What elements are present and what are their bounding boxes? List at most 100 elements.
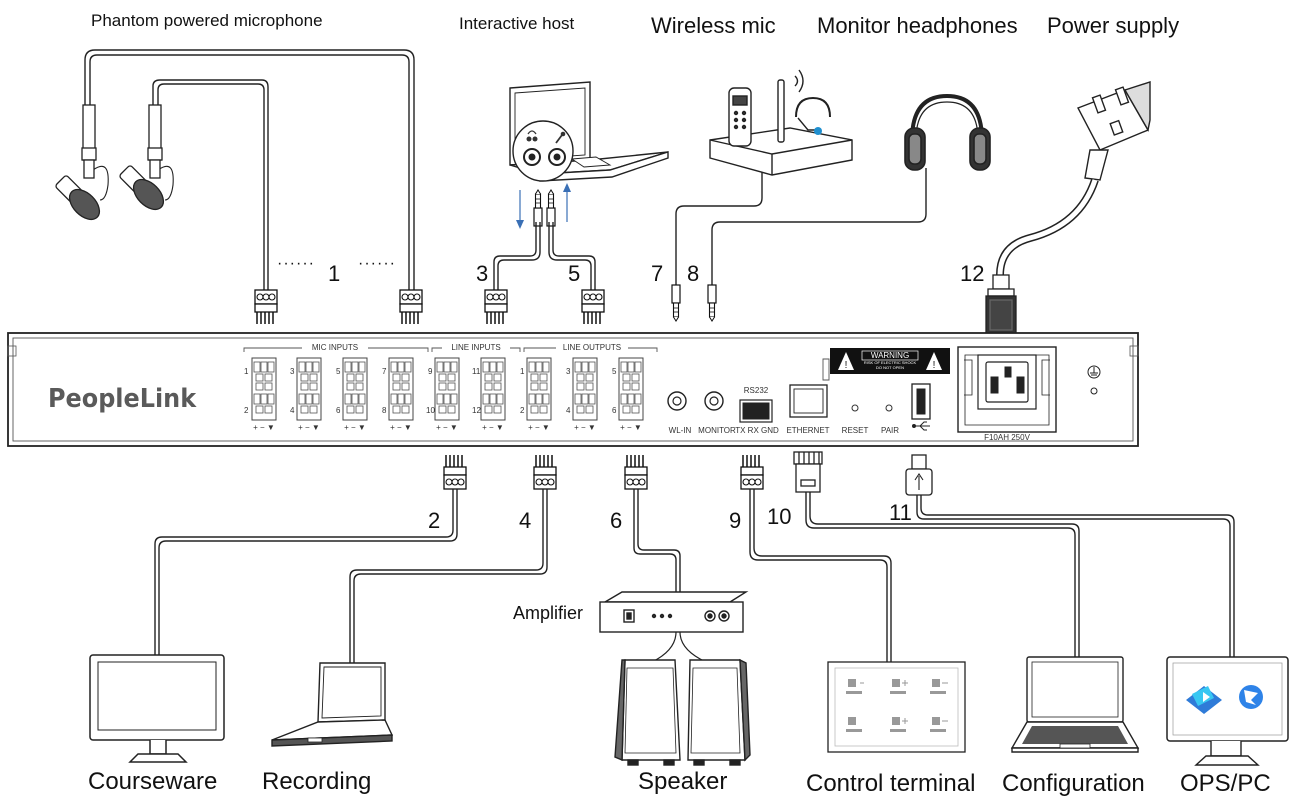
polarity-1: + − ▼ [253,423,275,432]
reset-button [851,404,859,412]
pair-label: PAIR [880,426,900,435]
warning-line-2: DO NOT OPEN [876,365,904,370]
amplifier-icon [599,591,749,633]
headphone-cable [711,168,927,285]
connection-number-11: 11 [889,500,912,525]
bottom-cables [154,489,1235,663]
polarity-9: + − ▼ [620,423,642,432]
port-num-6: 6 [336,406,341,415]
rs232-label: RS232 [743,386,769,395]
amplifier-connector-icon [624,454,648,490]
ethernet-label: ETHERNET [786,426,830,435]
wireless-mic-label: Wireless mic [651,13,776,38]
out-num-1: 1 [520,367,525,376]
control-terminal-label: Control terminal [806,770,976,797]
connection-number-3: 3 [476,261,489,286]
port-num-2: 2 [244,406,249,415]
connection-number-4: 4 [519,508,532,533]
connection-number-10: 10 [767,504,792,529]
signal-arrow-up-icon [563,183,571,222]
configuration-label: Configuration [1002,770,1145,797]
connection-number-1: 1 [328,261,341,286]
ops-pc-monitor-icon [1166,656,1289,766]
amplifier-label: Amplifier [513,603,584,623]
host-cables [493,189,596,290]
microphone-cables [84,49,415,290]
power-plug-icon [1077,81,1151,181]
ops-pc-label: OPS/PC [1180,770,1271,797]
connection-number-7: 7 [651,261,664,286]
iec-connector-icon [985,274,1017,335]
port-num-11: 11 [472,367,481,376]
control-terminal-icon [827,661,966,753]
pair-button [885,404,893,412]
microphone-2-icon [119,104,165,211]
group-brackets [243,347,830,381]
out-num-2: 2 [520,406,525,415]
svg-text:!: ! [933,360,936,371]
host-audio-jacks-icon [512,120,574,182]
reset-label: RESET [841,426,869,435]
usb-plug-icon [905,454,933,496]
polarity-6: + − ▼ [482,423,504,432]
polarity-2: + − ▼ [298,423,320,432]
monitor-headphones-label: Monitor headphones [817,13,1018,38]
port-num-3: 3 [290,367,295,376]
warning-line-1: RISK OF ELECTRIC SHOCK [863,360,917,365]
speaker-right-icon [687,658,751,766]
rj45-plug-icon [793,451,823,493]
power-supply-label: Power supply [1047,13,1180,38]
polarity-4: + − ▼ [390,423,412,432]
polarity-3: + − ▼ [344,423,366,432]
polarity-7: + − ▼ [528,423,550,432]
control-connector-icon [740,454,764,490]
phantom-mic-label: Phantom powered microphone [91,11,323,30]
port-num-5: 5 [336,367,341,376]
port-num-1: 1 [244,367,249,376]
app-play-icon [1186,686,1222,714]
ethernet-port-icon [789,384,828,418]
out-num-4: 4 [566,406,571,415]
port-num-7: 7 [382,367,387,376]
connection-number-8: 8 [687,261,700,286]
usb-symbol-icon [912,421,930,431]
mic-inputs-label: MIC INPUTS [311,343,359,352]
recording-laptop-icon [271,662,394,747]
app-bird-icon [1239,685,1263,709]
courseware-connector-icon [443,454,467,490]
polarity-5: + − ▼ [436,423,458,432]
out-num-6: 6 [612,406,617,415]
terminal-ports [251,357,644,421]
wireless-plug-icon [671,284,681,322]
svg-text:!: ! [845,360,848,371]
warning-label: ! ! [830,348,950,374]
interactive-host-label: Interactive host [459,14,575,33]
courseware-label: Courseware [88,768,218,795]
connection-number-9: 9 [729,508,742,533]
speaker-left-icon [614,659,681,766]
wl-in-label: WL-IN [668,426,692,435]
wireless-cable [675,172,763,285]
recording-connector-icon [533,454,557,490]
wireless-receiver-icon [709,69,853,176]
rs232-terminal-icon [739,399,773,423]
headphones-icon [904,93,991,171]
speaker-label: Speaker [638,768,728,795]
ground-symbol-icon [1087,365,1101,395]
ellipsis-left: ······ [277,255,315,272]
port-num-9: 9 [428,367,433,376]
power-rating-label: F10AH 250V [984,433,1030,442]
line-outputs-label: LINE OUTPUTS [562,343,622,352]
power-cable [996,178,1099,276]
warning-title: WARNING [870,351,910,360]
mic-connector-a-icon [254,289,278,325]
host-out-connector-icon [484,289,508,325]
out-num-5: 5 [612,367,617,376]
brand-logo: PeopleLink [48,384,197,414]
wl-in-jack-icon [667,391,687,411]
port-num-4: 4 [290,406,295,415]
out-num-3: 3 [566,367,571,376]
courseware-monitor-icon [89,654,225,763]
connection-number-12: 12 [960,261,985,286]
